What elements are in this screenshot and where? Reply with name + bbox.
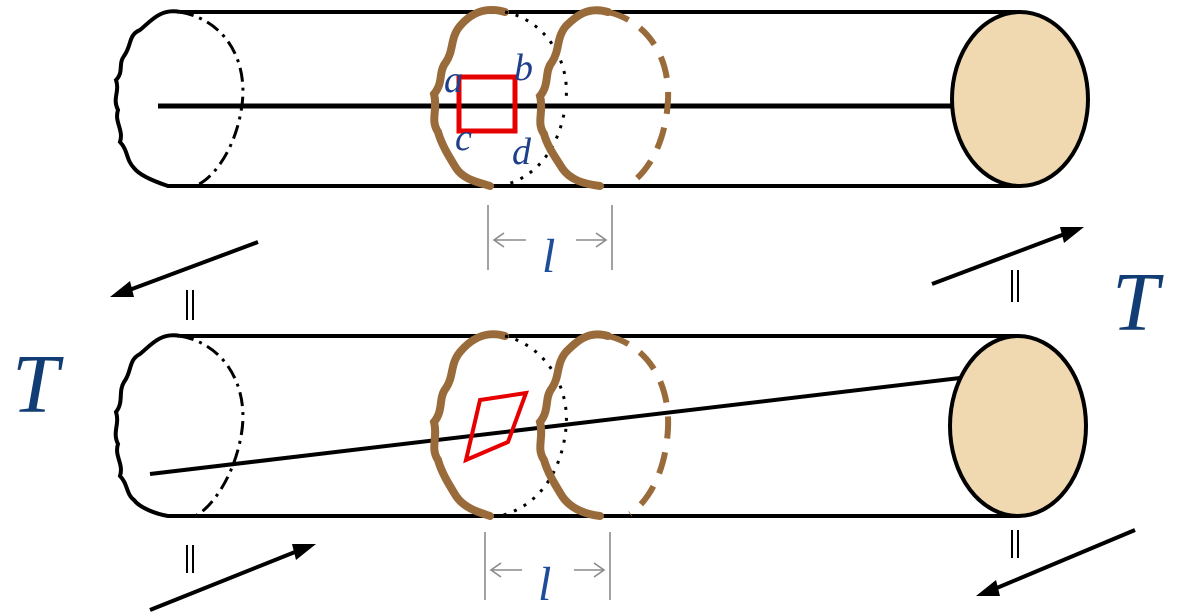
top-left-end-hidden bbox=[179, 10, 245, 188]
top-section1-front bbox=[429, 5, 509, 190]
parallel-marks bbox=[186, 270, 1019, 573]
bottom-length-dimension: l bbox=[484, 532, 611, 611]
corner-c-label: c bbox=[455, 117, 472, 159]
corner-d-label: d bbox=[512, 131, 532, 173]
bottom-section2-back bbox=[607, 333, 672, 517]
bottom-section2-front bbox=[535, 330, 612, 520]
element-abcd-rhombus bbox=[463, 390, 530, 464]
corner-b-label: b bbox=[514, 47, 533, 89]
corner-a-label: a bbox=[444, 59, 463, 101]
arrow-left-lower-head bbox=[292, 544, 316, 560]
bottom-twisted-line bbox=[149, 376, 961, 476]
bottom-length-label: l bbox=[538, 558, 551, 611]
arrow-left-upper-head bbox=[110, 281, 134, 297]
torque-left-label: T bbox=[12, 338, 64, 431]
top-right-end-face bbox=[950, 10, 1090, 188]
top-cylinder: a b c d bbox=[113, 5, 1090, 190]
arrow-right-upper-head bbox=[1060, 227, 1084, 243]
bottom-section1-front bbox=[429, 330, 509, 520]
element-abcd-square bbox=[456, 74, 518, 134]
torque-right-label: T bbox=[1112, 256, 1164, 349]
top-section2-back bbox=[607, 9, 672, 187]
top-section1-back bbox=[499, 10, 568, 188]
bottom-cylinder bbox=[113, 330, 1088, 520]
top-length-label: l bbox=[542, 230, 555, 283]
torque-arrows bbox=[110, 227, 1136, 612]
bottom-left-end-hidden bbox=[179, 334, 245, 518]
bottom-left-end-rough bbox=[113, 333, 181, 518]
bottom-right-end-face bbox=[948, 334, 1088, 518]
top-length-dimension: l bbox=[487, 205, 613, 283]
top-section2-front bbox=[535, 6, 612, 190]
arrow-right-lower-head bbox=[976, 580, 1000, 596]
top-left-end-rough bbox=[113, 9, 181, 188]
